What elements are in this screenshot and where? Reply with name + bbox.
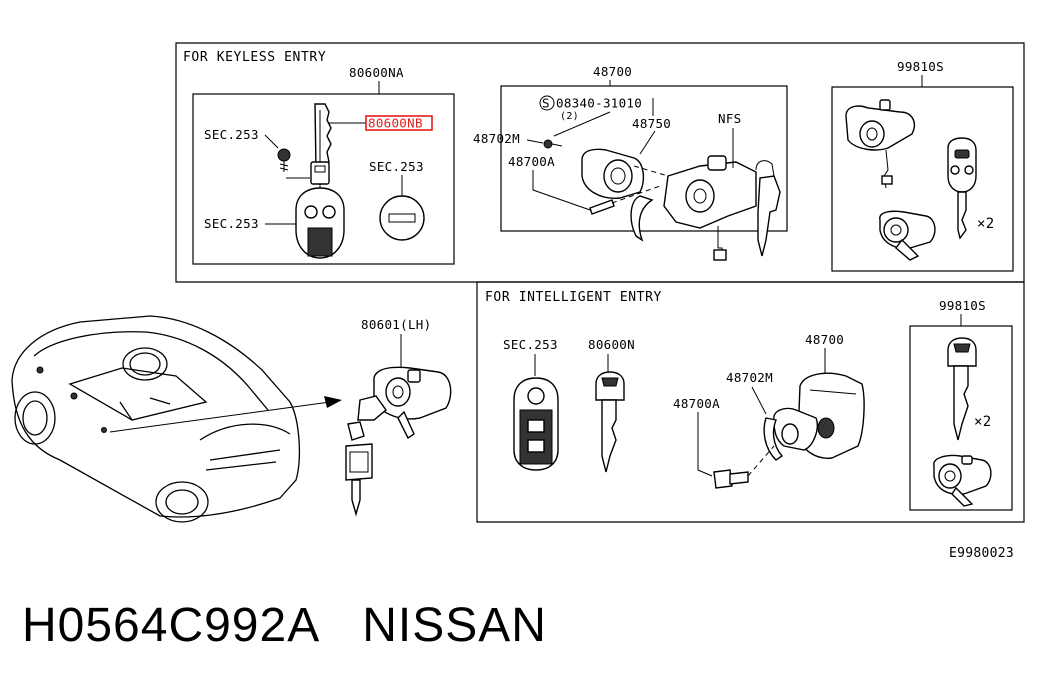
label-48702m-intel: 48702M bbox=[726, 370, 773, 385]
label-48750: 48750 bbox=[632, 116, 671, 131]
label-bolt-code: 08340-31010 bbox=[556, 96, 642, 111]
label-sec253-intel: SEC.253 bbox=[503, 337, 558, 352]
brand-name: NISSAN bbox=[362, 599, 547, 652]
locate-arrow bbox=[109, 396, 342, 433]
part-number-footer: H0564C992A NISSAN bbox=[22, 598, 547, 653]
ignition-assembly-keyless[interactable]: 48700 bbox=[500, 64, 788, 232]
key-set-intelligent[interactable]: 99810S ×2 bbox=[909, 298, 1013, 511]
highlight-box bbox=[365, 115, 433, 131]
label-99810s-intel: 99810S bbox=[939, 298, 986, 313]
small-screw[interactable]: SEC.253 bbox=[204, 127, 310, 179]
bolt-intelligent[interactable]: 48700A bbox=[673, 396, 775, 489]
part-number: H0564C992A bbox=[22, 599, 321, 652]
label-sec253-c: SEC.253 bbox=[369, 159, 424, 174]
label-48700-keyless: 48700 bbox=[593, 64, 632, 79]
label-99810s-keyless: 99810S bbox=[897, 59, 944, 74]
ignition-assembly-intelligent[interactable]: 48700 bbox=[773, 332, 865, 459]
label-80600n: 80600N bbox=[588, 337, 635, 352]
coin-battery[interactable]: SEC.253 bbox=[369, 159, 425, 241]
label-48700a-intel: 48700A bbox=[673, 396, 720, 411]
key-kit-80600na[interactable]: 80600NA bbox=[192, 65, 455, 265]
label-sec253-a: SEC.253 bbox=[204, 127, 259, 142]
intelligent-entry-section: FOR INTELLIGENT ENTRY bbox=[476, 281, 1025, 523]
emergency-key[interactable]: 80600N bbox=[588, 337, 635, 473]
qty-intel: ×2 bbox=[974, 414, 991, 430]
nfs-key-keyless[interactable]: NFS bbox=[718, 111, 781, 257]
label-nfs: NFS bbox=[718, 111, 741, 126]
label-sec253-b: SEC.253 bbox=[204, 216, 259, 231]
door-lock-lh[interactable]: 80601(LH) bbox=[345, 317, 452, 517]
bracket-intelligent[interactable]: 48702M bbox=[726, 370, 784, 461]
steering-lock-body[interactable] bbox=[581, 148, 757, 261]
diagram-code: E9980023 bbox=[949, 546, 1014, 561]
label-80600na: 80600NA bbox=[349, 65, 404, 80]
vehicle-illustration bbox=[11, 315, 301, 523]
keyless-section-title: FOR KEYLESS ENTRY bbox=[183, 50, 326, 65]
bracket-48702m[interactable]: 48702M bbox=[473, 131, 563, 149]
label-48700-intel: 48700 bbox=[805, 332, 844, 347]
qty-keyless: ×2 bbox=[977, 216, 994, 232]
blank-key[interactable]: 80600NB bbox=[310, 103, 433, 185]
remote-fob[interactable]: SEC.253 bbox=[204, 184, 345, 259]
intelligent-section-title: FOR INTELLIGENT ENTRY bbox=[485, 290, 662, 305]
label-80600nb: 80600NB bbox=[368, 116, 423, 131]
label-48700a-keyless: 48700A bbox=[508, 154, 555, 169]
intelligent-fob[interactable]: SEC.253 bbox=[503, 337, 559, 471]
label-bolt-qty: (2) bbox=[560, 111, 579, 122]
bolt-symbol: S bbox=[542, 96, 550, 111]
bolt-spec: S 08340-31010 (2) 48750 bbox=[539, 95, 671, 155]
key-set-keyless[interactable]: 99810S ×2 bbox=[831, 59, 1014, 272]
bolt-48700a-keyless[interactable]: 48700A bbox=[508, 154, 661, 215]
label-80601-lh: 80601(LH) bbox=[361, 317, 431, 332]
label-48702m-keyless: 48702M bbox=[473, 131, 520, 146]
